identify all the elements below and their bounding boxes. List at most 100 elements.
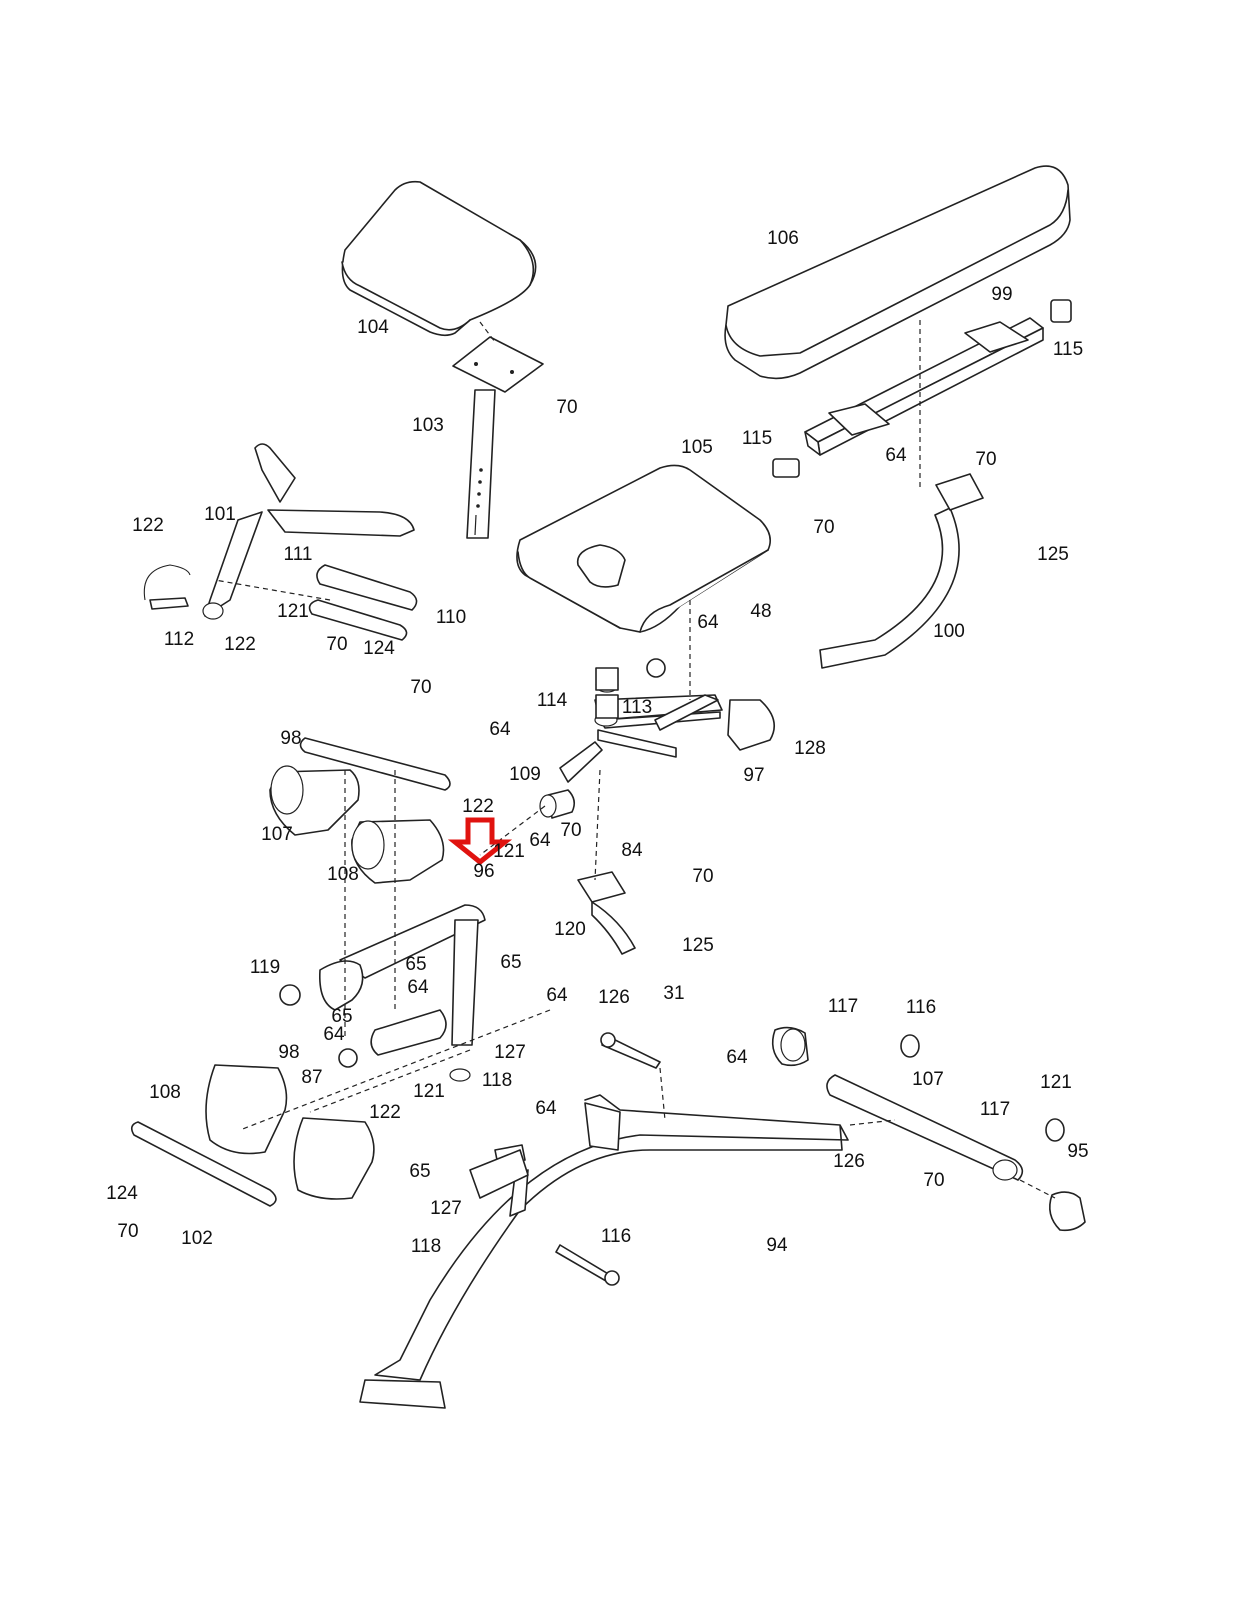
pad-104 [341,180,537,337]
callout-122: 122 [369,1102,401,1123]
callout-103: 103 [412,415,444,436]
callout-102: 102 [181,1228,213,1249]
callout-97: 97 [743,765,764,786]
callout-122: 122 [462,796,494,817]
callout-116: 116 [601,1226,631,1247]
callout-108: 108 [327,864,359,885]
callout-87: 87 [301,1067,322,1088]
callout-117: 117 [828,996,858,1017]
callout-70: 70 [410,677,431,698]
arc-100 [819,473,984,669]
pin-118-upper [600,1032,661,1069]
callout-65: 65 [409,1161,430,1182]
knob-117-upper [900,1034,920,1058]
callout-48: 48 [750,601,771,622]
callout-114: 114 [537,690,568,711]
callout-115: 115 [1053,339,1083,360]
callout-70: 70 [975,449,996,470]
callout-122: 122 [224,634,256,655]
callout-117: 117 [980,1099,1010,1120]
callout-113: 113 [622,697,652,718]
callout-112: 112 [164,629,194,650]
callout-96: 96 [473,861,494,882]
callout-126: 126 [598,987,630,1008]
callout-100: 100 [933,621,965,642]
callout-70: 70 [556,397,577,418]
callout-64: 64 [529,830,551,851]
callout-115: 115 [742,428,772,449]
callout-122: 122 [132,515,164,536]
bracket-120 [577,871,636,955]
callout-84: 84 [621,840,643,861]
callout-124: 124 [363,638,395,659]
callout-64: 64 [323,1024,345,1045]
callout-70: 70 [560,820,581,841]
roller-pad-107-lower [205,1064,288,1155]
pad-105 [516,464,771,633]
callout-70: 70 [117,1221,138,1242]
callout-109: 109 [509,764,541,785]
callout-118: 118 [482,1070,512,1091]
bracket-102 [469,1149,529,1199]
callout-127: 127 [494,1042,526,1063]
callout-65: 65 [500,952,521,973]
callout-121: 121 [1040,1072,1072,1093]
callout-64: 64 [546,985,568,1006]
callout-64: 64 [489,719,511,740]
pin-112 [143,564,191,610]
assembly-lines [214,320,1056,1199]
post-103 [466,389,496,539]
carriage-assembly [559,658,776,783]
callout-120: 120 [554,919,586,940]
callout-99: 99 [991,284,1012,305]
callout-121: 121 [277,601,309,622]
callout-125: 125 [682,935,714,956]
highlight-arrow [447,817,513,866]
callout-98: 98 [280,728,301,749]
lever-96 [279,904,486,1082]
callout-124: 124 [106,1183,138,1204]
roller-pad-108-upper [351,819,445,884]
callout-95: 95 [1067,1141,1088,1162]
handlebar-101 [202,443,415,620]
crossbar-98-lower [130,1121,277,1207]
callout-64: 64 [697,612,719,633]
callout-125: 125 [1037,544,1069,565]
callout-107: 107 [261,824,293,845]
callout-107: 107 [912,1069,944,1090]
callout-116: 116 [906,997,936,1018]
callout-101: 101 [204,504,236,525]
callout-94: 94 [766,1235,788,1256]
callout-118: 118 [411,1236,441,1257]
callout-127: 127 [430,1198,462,1219]
pad-106 [724,165,1071,380]
callout-64: 64 [407,977,429,998]
spacer-109 [539,789,576,819]
callout-65: 65 [331,1006,352,1027]
callout-64: 64 [885,445,907,466]
rollers-110 [308,564,418,641]
callout-121: 121 [493,841,525,862]
roller-pad-107-upper [269,765,360,836]
callout-106: 106 [767,228,799,249]
callout-111: 111 [284,544,313,565]
callout-70: 70 [692,866,713,887]
crossbar-98-upper [299,737,451,791]
callout-labels: 104 106 99 115 103 70 115 64 70 105 70 125 122 101 111… [106,228,1088,1257]
bracket-plate-104 [452,336,544,393]
callout-121: 121 [413,1081,445,1102]
callout-104: 104 [357,317,389,338]
callout-70: 70 [813,517,834,538]
end-cap-116-upper [771,1026,809,1067]
roller-pad-108-lower [293,1117,375,1200]
callout-108: 108 [149,1082,181,1103]
callout-64: 64 [535,1098,557,1119]
callout-31: 31 [663,983,684,1004]
stabilizer-95 [826,1074,1024,1181]
callout-105: 105 [681,437,713,458]
pin-118-lower [555,1244,620,1286]
frame-99 [772,299,1072,478]
callout-110: 110 [436,607,466,628]
knob-117-lower [1045,1118,1065,1142]
